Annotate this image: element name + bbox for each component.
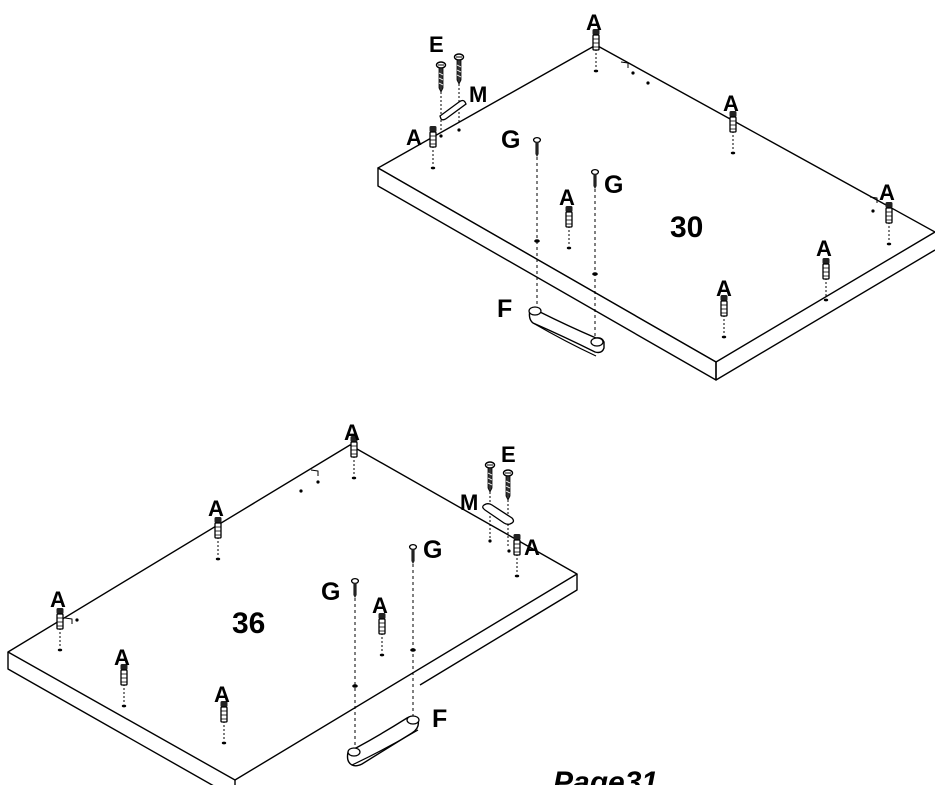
label-g-2: G xyxy=(604,171,623,199)
label-a-4: A xyxy=(114,645,130,670)
label-f: F xyxy=(432,705,447,733)
mounting-plate-m xyxy=(439,99,467,121)
label-g-1: G xyxy=(423,536,442,564)
panel-30: A A A A A A A E M G G F 30 xyxy=(377,10,935,381)
label-a-7: A xyxy=(524,535,540,560)
page-label: Page31 xyxy=(553,766,658,785)
label-m: M xyxy=(469,82,487,107)
label-e: E xyxy=(429,32,444,57)
label-a-5: A xyxy=(716,276,732,301)
label-a-1: A xyxy=(344,420,360,445)
board-30 xyxy=(377,44,935,381)
panel-number: 30 xyxy=(670,211,703,244)
label-a-6: A xyxy=(372,593,388,618)
label-g-2: G xyxy=(321,578,340,606)
label-a-4: A xyxy=(816,236,832,261)
label-a-7: A xyxy=(406,125,422,150)
label-g-1: G xyxy=(501,126,520,154)
handle-f xyxy=(346,715,420,767)
handle-f xyxy=(528,306,605,357)
label-m: M xyxy=(460,490,478,515)
label-a-3: A xyxy=(879,180,895,205)
label-f: F xyxy=(497,295,512,323)
board-36 xyxy=(7,444,578,785)
label-a-2: A xyxy=(723,91,739,116)
panel-number: 36 xyxy=(232,607,265,640)
label-a-2: A xyxy=(208,496,224,521)
label-a-3: A xyxy=(50,587,66,612)
label-e: E xyxy=(501,442,516,467)
panel-36: A A A A A A A E M G G F 36 xyxy=(7,420,578,785)
mounting-plate-m xyxy=(482,503,515,525)
label-a-6: A xyxy=(559,185,575,210)
label-a-5: A xyxy=(214,682,230,707)
label-a-1: A xyxy=(586,10,602,35)
